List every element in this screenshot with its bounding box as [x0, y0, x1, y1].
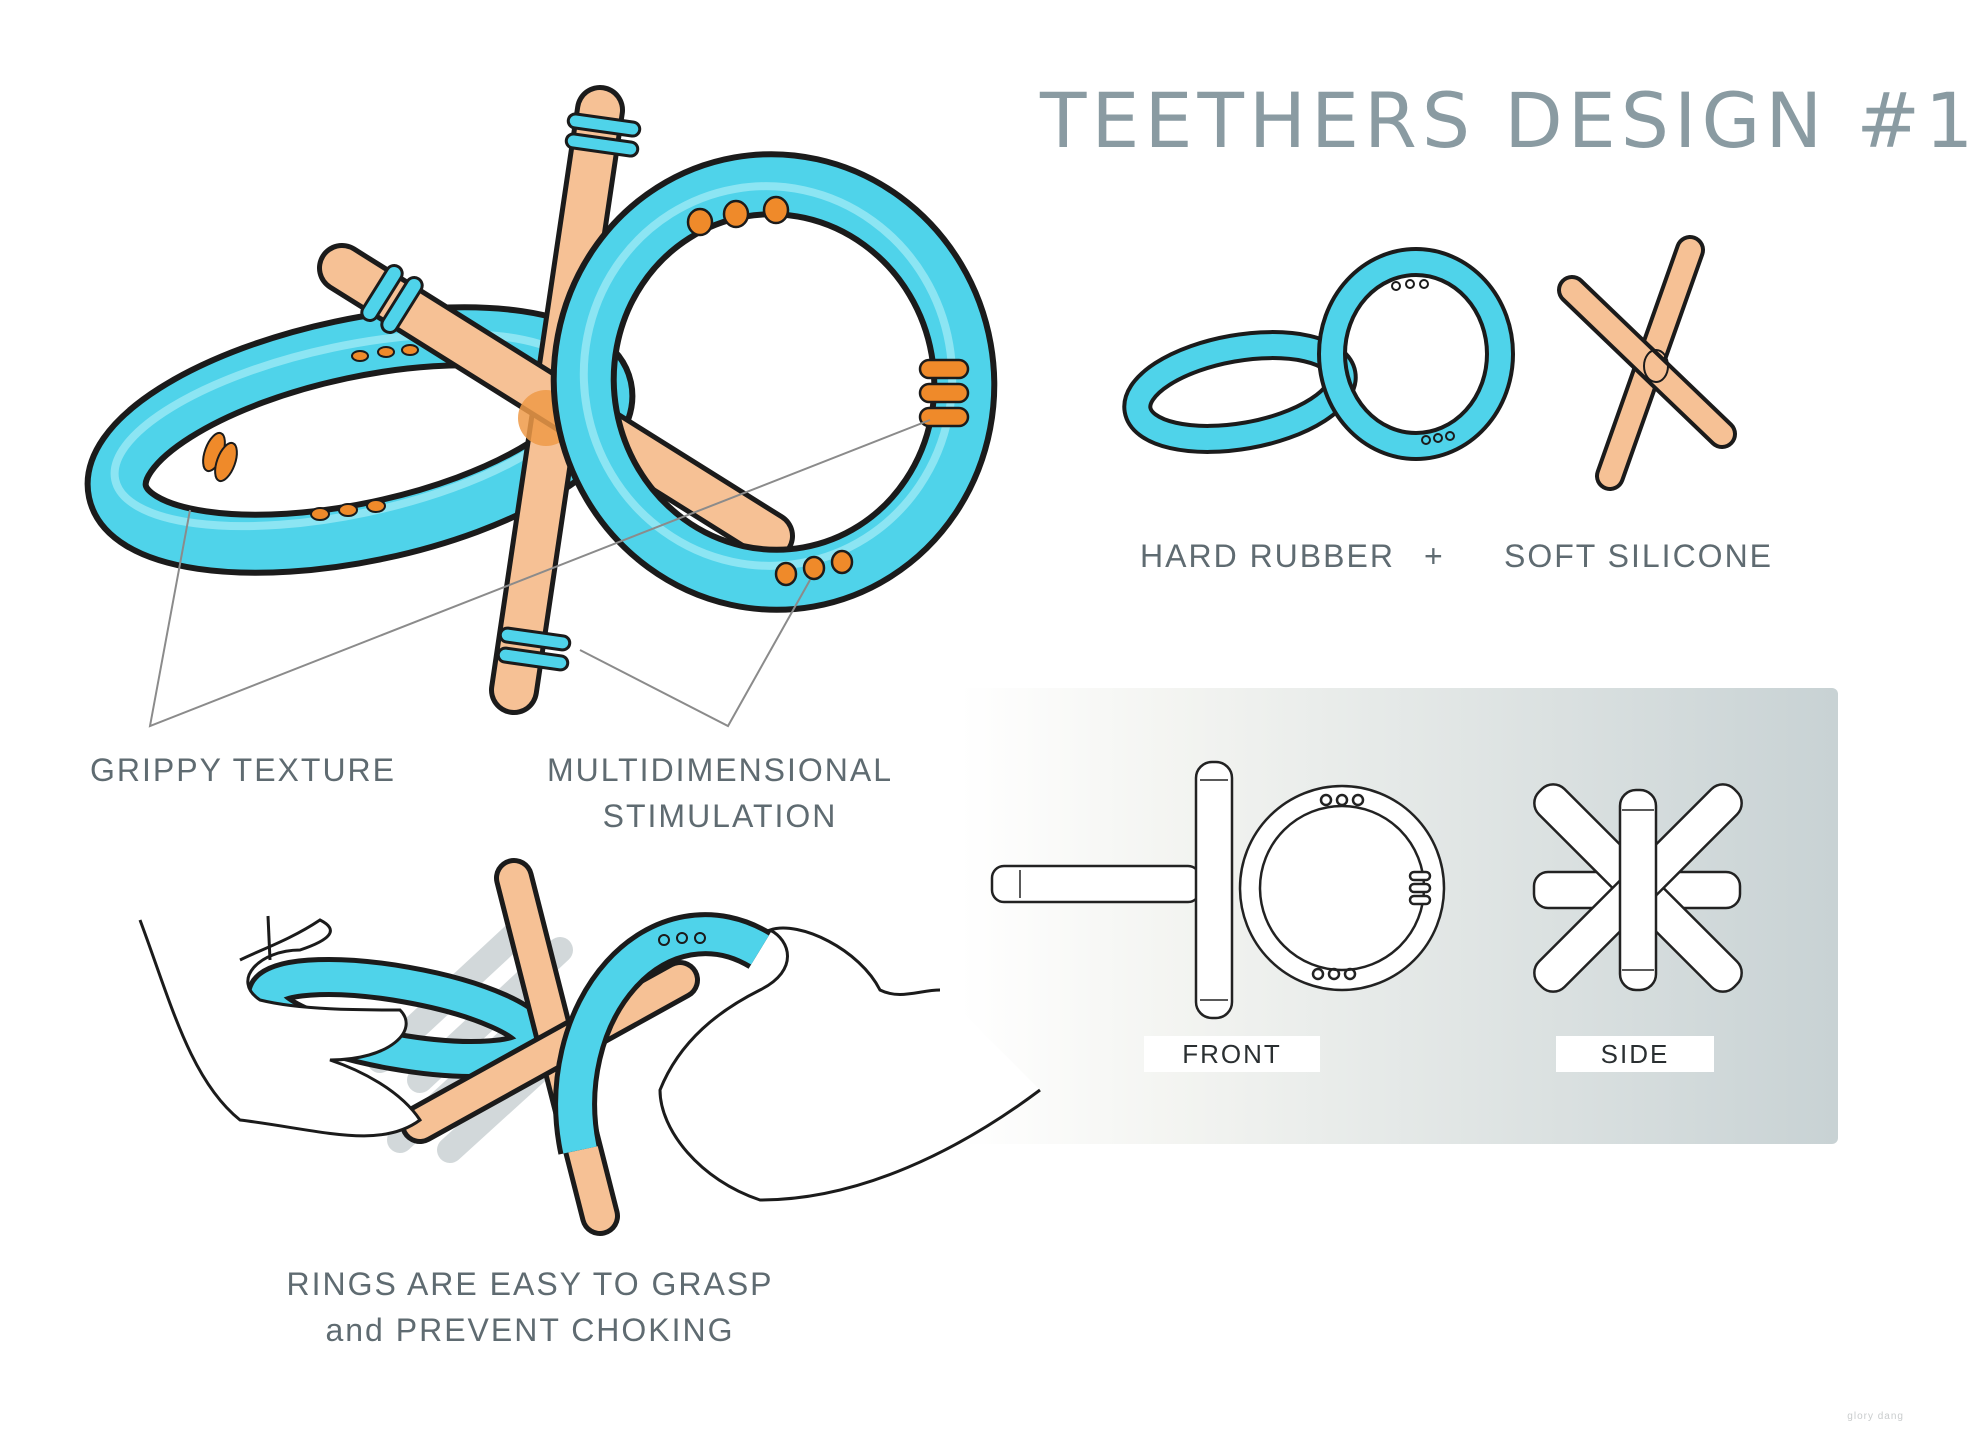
artist-signature: glory dang: [1847, 1411, 1904, 1422]
hero-teether-sketch: [84, 85, 998, 728]
callout-multidimensional: MULTIDIMENSIONAL: [546, 752, 894, 788]
front-view-handle: [990, 864, 1202, 904]
hands-grasp-sketch: [138, 858, 1041, 1236]
caption-line-1: RINGS ARE EASY TO GRASP: [286, 1266, 774, 1302]
side-view-label: SIDE: [1556, 1036, 1714, 1072]
callout-grippy-texture: GRIPPY TEXTURE: [90, 752, 396, 788]
callout-stimulation: STIMULATION: [602, 798, 838, 834]
component-sketches: [1122, 235, 1737, 491]
side-view-vertical: [1618, 788, 1658, 992]
front-view-bar: [1194, 760, 1234, 1020]
page-title: TEETHERS DESIGN #1: [1040, 76, 1978, 165]
front-view-drawing: [990, 760, 1446, 1020]
illustration-canvas: [84, 85, 1838, 1236]
side-view-drawing: [1532, 783, 1743, 993]
concept-sheet: TEETHERS DESIGN #1 HARD RUBBER + SOFT SI…: [84, 76, 1973, 1422]
front-view-label: FRONT: [1144, 1036, 1320, 1072]
material-plus-sign: +: [1424, 538, 1445, 574]
material-hard-rubber: HARD RUBBER: [1140, 538, 1395, 574]
callout-lines: [148, 419, 931, 728]
material-soft-silicone: SOFT SILICONE: [1504, 538, 1774, 574]
front-view-ring-inner: [1258, 804, 1426, 972]
caption-line-2: and PREVENT CHOKING: [325, 1312, 735, 1348]
